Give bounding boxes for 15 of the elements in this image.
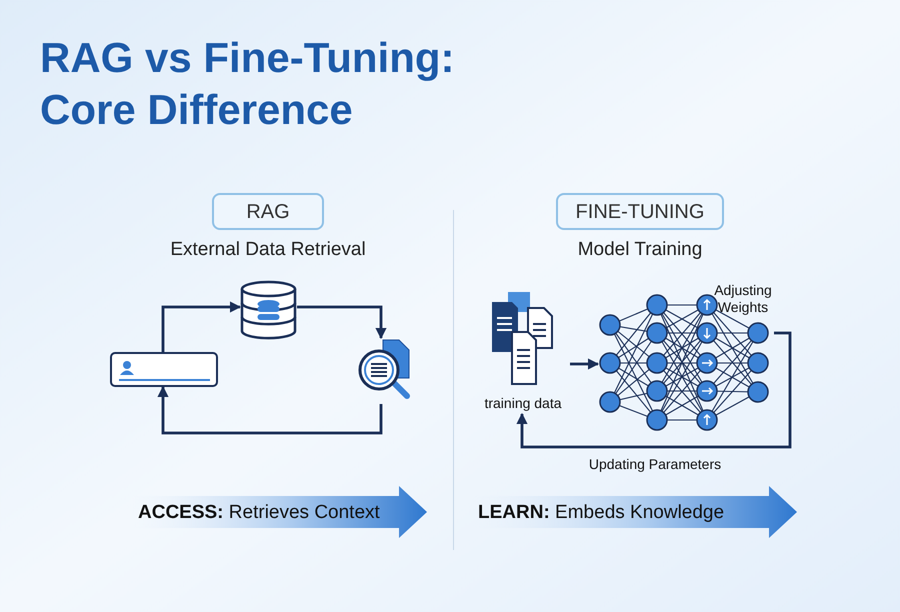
title-badge: RAG xyxy=(212,193,324,230)
arrow xyxy=(297,306,387,340)
title-badge: FINE-TUNING xyxy=(556,193,724,230)
edge-label: Updating Parameters xyxy=(588,455,722,474)
band-text: LEARN: Embeds Knowledge xyxy=(478,502,724,523)
arrow xyxy=(162,301,242,352)
band-text: ACCESS: Retrieves Context xyxy=(138,502,380,523)
subtitle: Model Training xyxy=(578,238,702,262)
annotation-text: Adjusting Weights xyxy=(714,282,772,315)
arrow xyxy=(516,332,792,448)
subtitle: External Data Retrieval xyxy=(170,238,366,262)
node-label: training data xyxy=(484,394,562,413)
arrow xyxy=(157,386,382,434)
title: RAG vs Fine-Tuning: Core Difference xyxy=(40,33,456,135)
arrow xyxy=(570,358,600,370)
